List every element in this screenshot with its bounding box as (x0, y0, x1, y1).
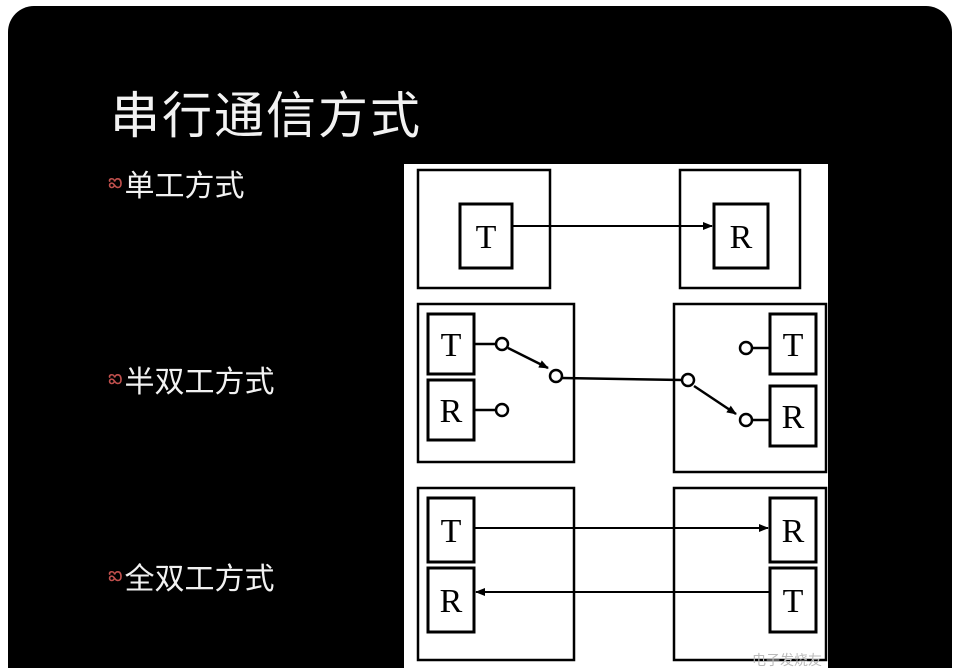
full-duplex-right-r-label: R (782, 513, 805, 550)
full-duplex-left-r-box (426, 566, 476, 634)
half-duplex-right-station (672, 302, 828, 474)
full-duplex-left-t-box (426, 496, 476, 564)
half-duplex-right-r-box (768, 384, 818, 448)
simplex-transmitter-label: T (476, 219, 497, 256)
simplex-diagram: T R (416, 168, 802, 290)
full-duplex-left-r-label: R (440, 583, 463, 620)
simplex-left-transmitter-box (458, 202, 514, 270)
simplex-receiver-label: R (730, 219, 753, 256)
half-duplex-diagram: T R T R (416, 302, 828, 474)
diagram-svg: T R T R T (416, 168, 828, 662)
scroll-bullet-icon: ఐ (108, 561, 123, 586)
switch-contact (738, 412, 754, 428)
bullet-full-duplex: ఐ 全双工方式 (108, 554, 275, 598)
half-duplex-left-t-label: T (441, 327, 462, 364)
simplex-right-station (678, 168, 802, 290)
left-switch-arm (507, 346, 549, 370)
slide: 串行通信方式 ఐ 单工方式 ఐ 半双工方式 ఐ 全双工方式 T R (8, 6, 952, 668)
bullet-half-duplex: ఐ 半双工方式 (108, 357, 275, 401)
full-duplex-left-t-label: T (441, 513, 462, 550)
full-duplex-right-t-box (768, 566, 818, 634)
bullet-full-duplex-label: 全双工方式 (124, 562, 275, 597)
half-duplex-left-station (416, 302, 576, 464)
full-duplex-right-t-label: T (783, 583, 804, 620)
bullet-simplex: ఐ 单工方式 (108, 161, 245, 205)
half-duplex-shared-line (561, 376, 683, 382)
right-switch-arm (693, 384, 737, 416)
half-duplex-right-r-label: R (782, 399, 805, 436)
half-duplex-left-r-label: R (440, 393, 463, 430)
full-duplex-right-station (672, 486, 828, 662)
switch-pivot (548, 368, 564, 384)
half-duplex-right-t-box (768, 312, 818, 376)
full-duplex-right-r-box (768, 496, 818, 564)
half-duplex-right-t-label: T (783, 327, 804, 364)
communication-diagram: T R T R T (404, 164, 828, 668)
scroll-bullet-icon: ఐ (108, 168, 123, 193)
scroll-bullet-icon: ఐ (108, 364, 123, 389)
slide-title: 串行通信方式 (110, 87, 422, 145)
bullet-half-duplex-label: 半双工方式 (124, 365, 275, 400)
switch-contact (494, 402, 510, 418)
simplex-left-station (416, 168, 552, 290)
switch-pivot (680, 372, 696, 388)
watermark-text: 电子发烧友 (752, 653, 822, 669)
full-duplex-left-station (416, 486, 576, 662)
full-duplex-diagram: T R R T (416, 486, 828, 662)
switch-contact (738, 340, 754, 356)
switch-contact (494, 336, 510, 352)
bullet-simplex-label: 单工方式 (124, 169, 245, 204)
simplex-right-receiver-box (712, 202, 770, 270)
